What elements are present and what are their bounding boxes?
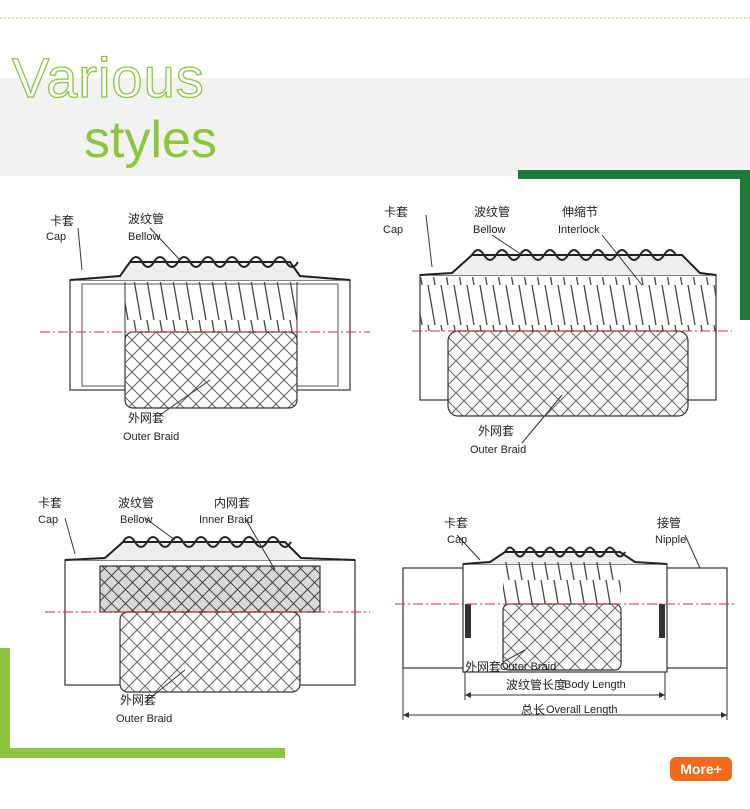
d1-bellow-en: Bellow <box>128 231 161 243</box>
d3-inner-braid-en: Inner Braid <box>199 514 253 526</box>
d4-nipple-cn: 接管 <box>657 516 682 530</box>
diagram-3-drawing <box>45 517 370 703</box>
diagram-2-drawing <box>412 214 732 444</box>
d4-body-length-cn: 波纹管长度 <box>506 678 567 692</box>
decorative-frame-bottom-left <box>0 648 10 758</box>
d4-braid-cn: 外网套 <box>465 660 502 674</box>
d1-cap-en: Cap <box>46 231 67 243</box>
d3-cap-cn: 卡套 <box>38 496 63 510</box>
top-dotted-divider <box>0 17 750 19</box>
d4-body-length-en: Body Length <box>564 679 626 691</box>
diagram-4-drawing <box>395 534 735 720</box>
d2-braid-cn: 外网套 <box>478 424 515 438</box>
d2-bellow-en: Bellow <box>473 224 506 236</box>
d3-cap-en: Cap <box>38 514 59 526</box>
d3-bellow-cn: 波纹管 <box>118 496 155 510</box>
d4-braid-en: Outer Braid <box>500 661 557 673</box>
d4-cap-en: Cap <box>447 534 468 546</box>
d4-overall-length-cn: 总长 <box>521 703 546 717</box>
d3-braid-en: Outer Braid <box>116 713 173 725</box>
d3-bellow-en: Bellow <box>120 514 153 526</box>
diagram-1-drawing <box>40 227 370 416</box>
d2-bellow-cn: 波纹管 <box>474 205 511 219</box>
d1-braid-cn: 外网套 <box>128 411 165 425</box>
d2-braid-en: Outer Braid <box>470 444 527 456</box>
header-band <box>0 78 750 176</box>
d1-bellow-cn: 波纹管 <box>128 212 165 226</box>
decorative-frame-top-right-side <box>740 170 750 320</box>
more-button[interactable]: More+ <box>670 757 732 781</box>
d2-cap-cn: 卡套 <box>384 205 409 219</box>
title-various: Various <box>11 45 205 109</box>
d2-interlock-en: Interlock <box>558 224 600 236</box>
d4-cap-cn: 卡套 <box>444 516 469 530</box>
d1-braid-en: Outer Braid <box>123 431 180 443</box>
d2-interlock-cn: 伸缩节 <box>562 205 599 219</box>
d3-inner-braid-cn: 内网套 <box>214 496 251 510</box>
d1-cap-cn: 卡套 <box>50 214 75 228</box>
d4-nipple-en: Nipple <box>655 534 687 546</box>
d3-braid-cn: 外网套 <box>120 693 157 707</box>
d4-overall-length-en: Overall Length <box>546 704 618 716</box>
decorative-frame-bottom-left-base <box>0 748 285 758</box>
decorative-frame-top-right <box>518 170 750 320</box>
title-styles: styles <box>84 111 217 169</box>
d2-cap-en: Cap <box>383 224 404 236</box>
